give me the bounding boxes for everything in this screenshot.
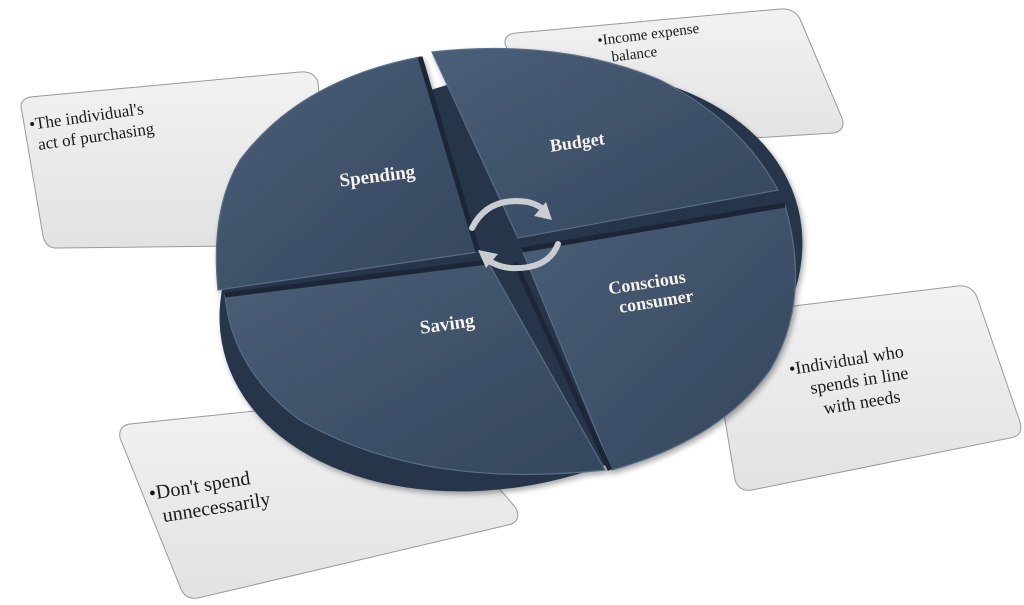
gap-line-2 [224, 259, 489, 298]
card-conscious: •Individual who spends in line with need… [709, 285, 1022, 491]
gap-line-3 [521, 202, 786, 253]
disc [215, 47, 803, 492]
segment-budget [431, 47, 779, 239]
segment-saving [224, 261, 606, 476]
card-budget-line-2: balance [611, 44, 659, 66]
segment-conscious [521, 204, 797, 471]
cycle-arrows-icon [469, 198, 561, 272]
gap-line-1 [417, 56, 481, 253]
gap-line-4 [512, 260, 613, 472]
segment-spending [215, 56, 479, 291]
